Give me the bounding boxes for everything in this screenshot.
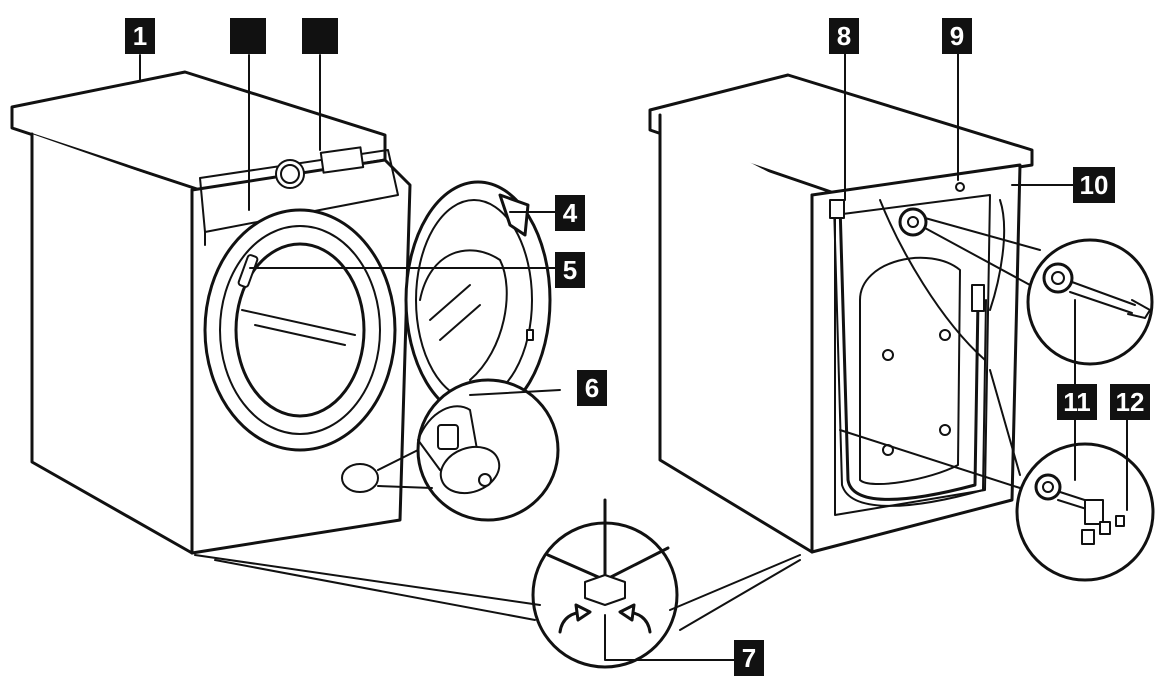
callout-11-top: 11 bbox=[1057, 384, 1097, 420]
callout-3 bbox=[302, 18, 338, 54]
callout-5: 5 bbox=[555, 252, 585, 288]
callout-8: 8 bbox=[829, 18, 859, 54]
callout-12: 12 bbox=[1110, 384, 1150, 420]
adjustable-foot-detail bbox=[194, 498, 801, 669]
callout-9: 9 bbox=[942, 18, 972, 54]
callout-2 bbox=[230, 18, 266, 54]
callout-4: 4 bbox=[555, 195, 585, 231]
open-door bbox=[404, 180, 552, 420]
callout-7: 7 bbox=[734, 640, 764, 676]
callout-1: 1 bbox=[125, 18, 155, 54]
front-machine bbox=[10, 70, 412, 555]
transit-bolt-detail bbox=[839, 369, 1155, 582]
callout-10: 10 bbox=[1073, 167, 1115, 203]
callout-6: 6 bbox=[577, 370, 607, 406]
drain-filter-detail bbox=[377, 378, 560, 522]
inlet-valve-detail bbox=[924, 217, 1154, 366]
leader-lines bbox=[139, 49, 1128, 511]
back-machine bbox=[648, 73, 1034, 554]
